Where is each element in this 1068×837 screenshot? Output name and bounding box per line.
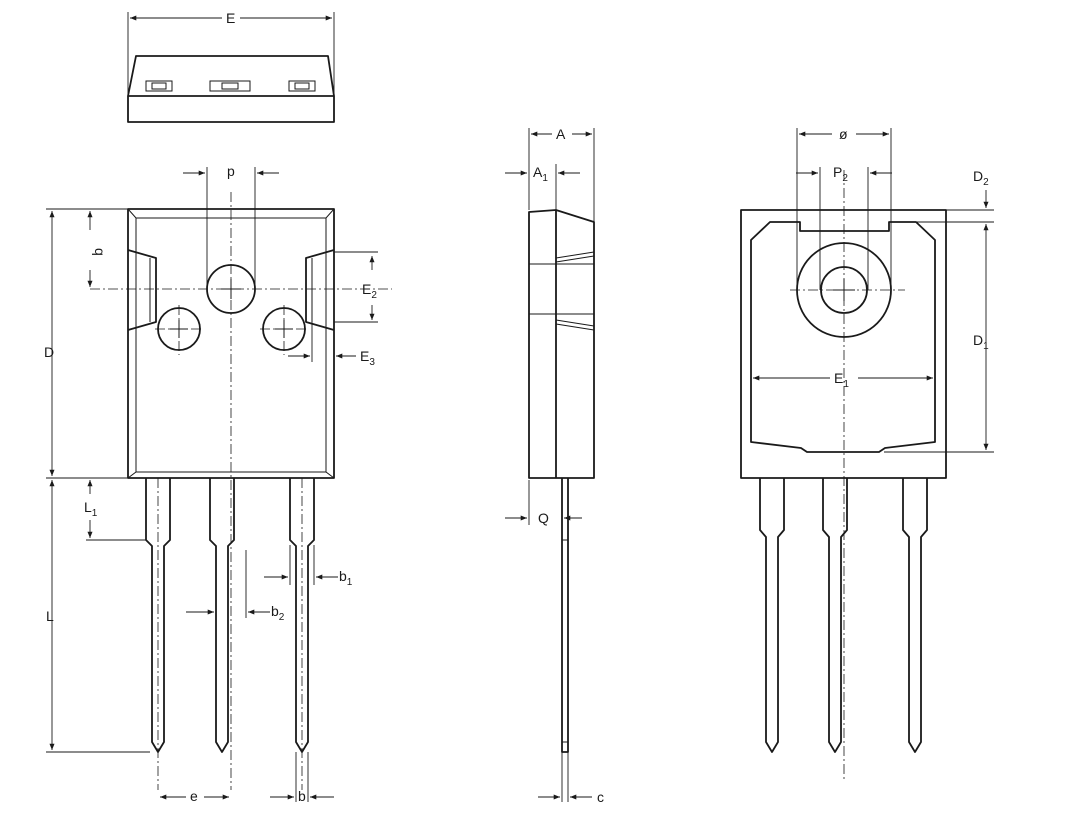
label-E2: E2	[362, 281, 377, 301]
label-b: b	[298, 788, 306, 804]
label-D: D	[44, 344, 54, 360]
label-A: A	[556, 126, 566, 142]
label-L: L	[46, 608, 54, 624]
label-D1: D1	[973, 332, 989, 352]
label-L1: L1	[84, 499, 98, 519]
label-q: q	[92, 248, 108, 256]
label-p: p	[227, 163, 235, 179]
top-view: E	[127, 10, 335, 123]
label-E3: E3	[360, 348, 375, 368]
side-view: A A1 Q c	[505, 126, 604, 805]
label-c: c	[597, 789, 604, 805]
label-E-top: E	[226, 10, 235, 26]
label-Q: Q	[538, 510, 549, 526]
label-b2: b2	[271, 603, 285, 623]
label-P2: P2	[833, 164, 848, 184]
label-E1: E1	[834, 370, 849, 390]
front-view: p q D L L1 E2 E3 b1 b2 e b	[44, 163, 392, 804]
label-e: e	[190, 788, 198, 804]
label-D2: D2	[973, 168, 989, 188]
label-b1: b1	[339, 568, 353, 588]
back-view: ø P2 D2 D1 E1	[740, 126, 994, 780]
label-phi: ø	[839, 126, 848, 142]
label-A1: A1	[533, 164, 548, 184]
